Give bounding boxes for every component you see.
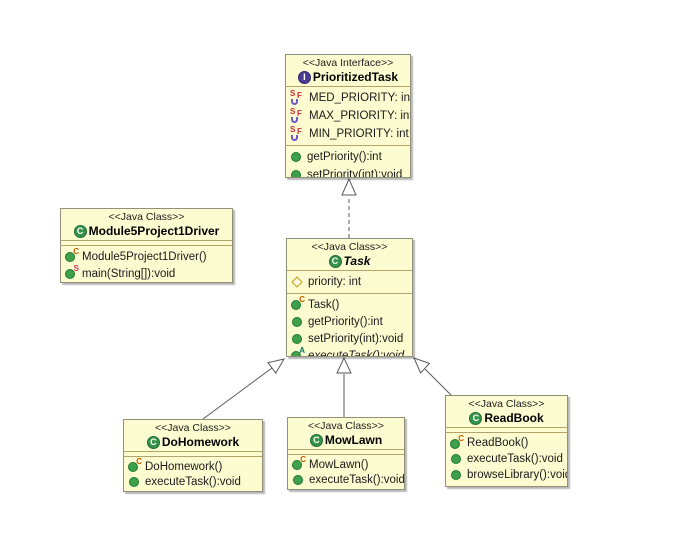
class-icon — [146, 436, 160, 449]
method-row: main(String[]):void — [61, 265, 232, 282]
stereotype-label: <<Java Class>> — [108, 211, 185, 223]
class-name: ReadBook — [484, 411, 544, 425]
methods-compartment: getPriority():int setPriority(int):void — [286, 146, 410, 177]
static-final-field-icon — [290, 91, 306, 105]
class-name: MowLawn — [324, 433, 383, 447]
method-row: MowLawn() — [288, 457, 404, 473]
method-row: executeTask():void — [124, 475, 262, 491]
generalization-edge-dohomework-to-task[interactable] — [202, 358, 286, 420]
protected-field-icon — [291, 276, 303, 288]
public-method-icon — [451, 470, 461, 480]
class-header: <<Java Class>> Module5Project1Driver — [61, 209, 232, 241]
methods-compartment: ReadBook() executeTask():void browseLibr… — [446, 433, 567, 486]
fields-compartment-empty — [446, 428, 567, 433]
constructor-method-icon — [128, 460, 142, 473]
stereotype-label: <<Java Class>> — [308, 420, 384, 432]
public-method-icon — [291, 170, 301, 177]
public-method-icon — [129, 477, 139, 488]
constructor-method-icon — [291, 298, 305, 311]
methods-compartment: Task() getPriority():int setPriority(int… — [287, 294, 412, 356]
hollow-triangle-arrow — [267, 358, 286, 375]
field-row: MIN_PRIORITY: int — [286, 125, 410, 143]
method-row: setPriority(int):void — [286, 166, 410, 177]
class-header: <<Java Class>> DoHomework — [124, 420, 262, 452]
class-box-prioritizedtask[interactable]: <<Java Interface>> PrioritizedTask MED_P… — [285, 54, 411, 178]
class-name: Task — [343, 254, 371, 268]
methods-compartment: MowLawn() executeTask():void — [288, 455, 404, 489]
public-method-icon — [291, 152, 301, 162]
generalization-edge-readbook-to-task[interactable] — [413, 357, 453, 397]
class-header: <<Java Class>> MowLawn — [288, 418, 404, 450]
methods-compartment: Module5Project1Driver() main(String[]):v… — [61, 246, 232, 282]
stereotype-label: <<Java Class>> — [155, 422, 231, 434]
stereotype-label: <<Java Interface>> — [302, 57, 394, 69]
class-icon — [469, 412, 483, 425]
field-row: priority: int — [287, 273, 412, 291]
method-row: Task() — [287, 296, 412, 313]
public-method-icon — [292, 333, 302, 344]
stereotype-label: <<Java Class>> — [311, 241, 388, 253]
fields-compartment-empty — [124, 452, 262, 457]
hollow-triangle-arrow — [341, 177, 357, 196]
fields-compartment-empty — [61, 241, 232, 246]
public-method-icon — [292, 316, 302, 327]
method-row: getPriority():int — [287, 313, 412, 330]
class-name: DoHomework — [161, 435, 240, 449]
method-row: Module5Project1Driver() — [61, 248, 232, 265]
constructor-method-icon — [65, 250, 79, 263]
class-header: <<Java Class>> ReadBook — [446, 396, 567, 428]
realization-edge-task-to-prioritizedtask[interactable] — [341, 177, 357, 238]
static-final-field-icon — [290, 109, 306, 123]
method-row: DoHomework() — [124, 459, 262, 475]
method-row: setPriority(int):void — [287, 330, 412, 347]
hollow-triangle-arrow — [336, 356, 352, 374]
hollow-triangle-arrow — [413, 357, 431, 374]
class-box-readbook[interactable]: <<Java Class>> ReadBook ReadBook() execu… — [445, 395, 568, 487]
static-method-icon — [65, 267, 79, 280]
class-box-mowlawn[interactable]: <<Java Class>> MowLawn MowLawn() execute… — [287, 417, 405, 490]
method-row: ReadBook() — [446, 435, 567, 451]
constructor-method-icon — [450, 437, 464, 450]
method-row: executeTask():void — [287, 347, 412, 356]
method-row: getPriority():int — [286, 148, 410, 166]
field-row: MED_PRIORITY: int — [286, 89, 410, 107]
public-method-icon — [451, 454, 461, 464]
field-row: MAX_PRIORITY: int — [286, 107, 410, 125]
class-header: <<Java Interface>> PrioritizedTask — [286, 55, 410, 87]
method-row: executeTask():void — [446, 451, 567, 467]
class-icon — [309, 434, 323, 447]
method-row: executeTask():void — [288, 473, 404, 489]
class-box-task[interactable]: <<Java Class>> Task priority: int Task()… — [286, 238, 413, 357]
fields-compartment: priority: int — [287, 271, 412, 294]
class-icon — [328, 255, 342, 268]
class-box-dohomework[interactable]: <<Java Class>> DoHomework DoHomework() e… — [123, 419, 263, 492]
class-icon — [73, 225, 87, 238]
generalization-edge-mowlawn-to-task[interactable] — [336, 356, 352, 417]
public-method-icon — [293, 475, 303, 486]
method-row: browseLibrary():void — [446, 467, 567, 483]
class-box-module5project1driver[interactable]: <<Java Class>> Module5Project1Driver Mod… — [60, 208, 233, 283]
stereotype-label: <<Java Class>> — [468, 398, 545, 410]
constructor-method-icon — [292, 458, 306, 471]
fields-compartment-empty — [288, 450, 404, 455]
methods-compartment: DoHomework() executeTask():void — [124, 457, 262, 491]
fields-compartment: MED_PRIORITY: int MAX_PRIORITY: int MIN_… — [286, 87, 410, 146]
interface-icon — [297, 71, 311, 84]
abstract-method-icon — [291, 349, 305, 356]
class-name: Module5Project1Driver — [88, 224, 220, 238]
class-name: PrioritizedTask — [312, 70, 399, 84]
static-final-field-icon — [290, 127, 306, 141]
class-header: <<Java Class>> Task — [287, 239, 412, 271]
